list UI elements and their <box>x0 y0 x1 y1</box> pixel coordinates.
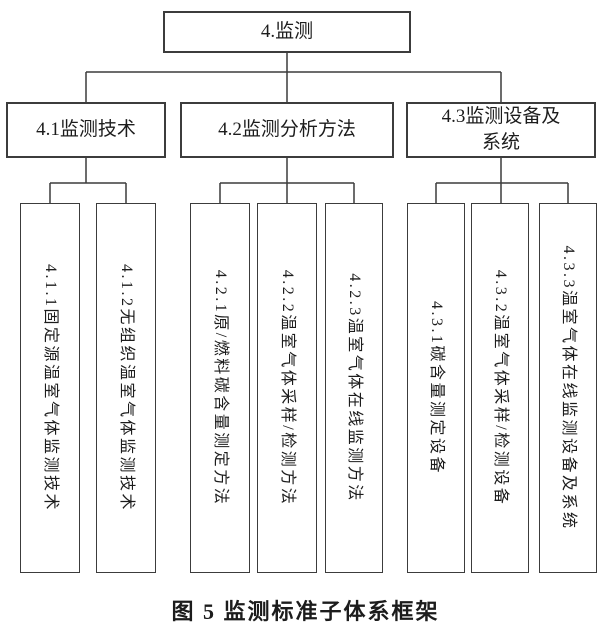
node-4-1-2-fugitive-monitoring: 4.1.2无组织温室气体监测技术 <box>96 203 156 573</box>
node-root-label: 4.监测 <box>260 21 314 43</box>
node-4-2-3-online-monitoring-method: 4.2.3温室气体在线监测方法 <box>325 203 383 573</box>
node-4-3-2-label: 4.3.2温室气体采样/检测设备 <box>491 269 509 507</box>
node-4-3-1-carbon-content-equipment: 4.3.1碳含量测定设备 <box>407 203 465 573</box>
node-4-2-1-label: 4.2.1原/燃料碳含量测定方法 <box>211 269 229 507</box>
node-4-1-2-label: 4.1.2无组织温室气体监测技术 <box>117 263 135 513</box>
node-4-2-analysis-methods: 4.2监测分析方法 <box>180 102 394 158</box>
node-4-3-2-sampling-testing-equipment: 4.3.2温室气体采样/检测设备 <box>471 203 529 573</box>
node-4-3-3-label: 4.3.3温室气体在线监测设备及系统 <box>559 245 577 531</box>
node-4-1-monitoring-technology: 4.1监测技术 <box>6 102 166 158</box>
node-4-3-3-online-monitoring-equipment: 4.3.3温室气体在线监测设备及系统 <box>539 203 597 573</box>
node-4-2-2-label: 4.2.2温室气体采样/检测方法 <box>278 269 296 507</box>
figure-caption: 图 5 监测标准子体系框架 <box>171 599 440 624</box>
node-4-2-3-label: 4.2.3温室气体在线监测方法 <box>345 273 363 503</box>
node-4-1-label: 4.1监测技术 <box>36 119 136 141</box>
node-4-2-label: 4.2监测分析方法 <box>218 119 356 141</box>
node-4-1-1-label: 4.1.1固定源温室气体监测技术 <box>41 263 59 513</box>
node-root-monitoring: 4.监测 <box>163 11 411 53</box>
node-4-2-2-sampling-testing-method: 4.2.2温室气体采样/检测方法 <box>257 203 317 573</box>
node-4-3-1-label: 4.3.1碳含量测定设备 <box>427 300 445 476</box>
node-4-3-label: 4.3监测设备及系统 <box>441 106 561 153</box>
node-4-1-1-fixed-source-monitoring: 4.1.1固定源温室气体监测技术 <box>20 203 80 573</box>
node-4-3-equipment-systems: 4.3监测设备及系统 <box>406 102 596 158</box>
node-4-2-1-carbon-content-method: 4.2.1原/燃料碳含量测定方法 <box>190 203 250 573</box>
